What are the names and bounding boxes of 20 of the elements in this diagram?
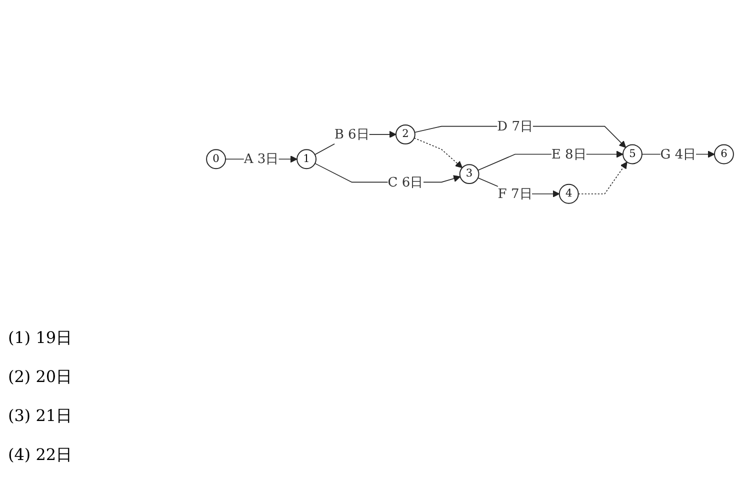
node-circle: 1 — [296, 149, 316, 170]
answer-option: (4) 22日 — [8, 445, 72, 466]
edge-label: D 7日 — [497, 118, 534, 134]
edge-label: B 6日 — [334, 126, 370, 142]
arrow — [414, 138, 463, 168]
edge-label: F 7日 — [498, 186, 532, 202]
node-circle: 2 — [395, 124, 416, 144]
answer-option: (2) 20日 — [8, 367, 72, 388]
node-circle: 5 — [622, 144, 642, 164]
edge-label: G 4日 — [660, 146, 696, 162]
node-circle: 4 — [558, 184, 579, 204]
node-circle: 3 — [459, 164, 480, 184]
node-circle: 6 — [714, 144, 734, 164]
edge-label: A 3日 — [244, 150, 279, 166]
edge-label: E 8日 — [551, 146, 586, 162]
arrow — [578, 162, 628, 194]
edge-label: C 6日 — [388, 174, 424, 190]
answer-option: (3) 21日 — [8, 406, 72, 427]
answer-option: (1) 19日 — [8, 328, 72, 349]
node-circle: 0 — [206, 149, 226, 170]
